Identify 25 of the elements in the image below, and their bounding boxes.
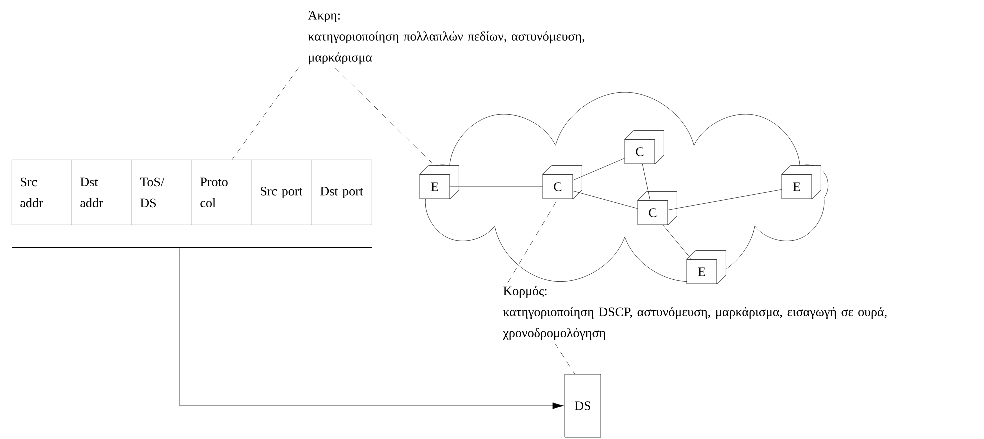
header-field-cell: Src port	[252, 160, 312, 226]
link-line	[668, 190, 782, 210]
router-box: E	[420, 166, 460, 200]
router-box: C	[638, 192, 678, 226]
leader-line	[334, 68, 432, 163]
arrow	[180, 248, 564, 410]
leader-line	[232, 68, 300, 160]
ds-box: DS	[564, 374, 602, 438]
header-field-cell: Proto col	[192, 160, 252, 226]
router-box: C	[624, 130, 664, 164]
leader-line	[554, 343, 576, 374]
link-line	[573, 158, 625, 181]
note-text: Κορμός: κατηγοριοποίηση DSCP, αστυνόμευση, μαρκάρισμα, εισαγωγή σε ουρά, χρονοδρομολόγηση	[503, 286, 887, 340]
header-field-cell: Dst addr	[72, 160, 132, 226]
header-field-cell: ToS/ DS	[132, 160, 192, 226]
link-line	[573, 190, 638, 210]
link-line	[642, 164, 651, 201]
note-text: Άκρη: κατηγοριοποίηση πολλαπλών πεδίων, αστυνόμευση, μαρκάρισμα	[308, 11, 584, 65]
router-box: C	[542, 166, 582, 200]
link-line	[450, 186, 543, 188]
header-field-cell: Dst port	[312, 160, 372, 226]
header-field-cell: Src addr	[12, 160, 72, 226]
router-box: E	[686, 250, 726, 284]
router-box: E	[782, 166, 822, 200]
link-line	[662, 225, 692, 260]
